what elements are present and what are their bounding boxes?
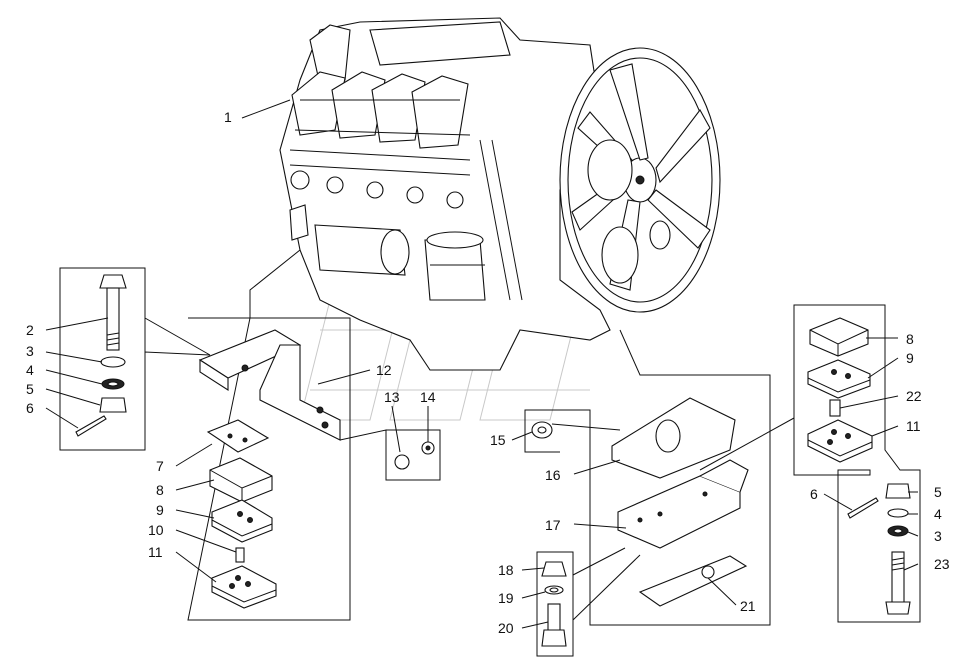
- right-callout-4: 4: [934, 506, 942, 522]
- center-right-panel: [524, 329, 771, 657]
- callout-2: 2: [26, 322, 34, 338]
- callout-17: 17: [545, 517, 561, 533]
- fan-assembly: [559, 47, 721, 313]
- leader-lines: [45, 99, 919, 629]
- callout-7: 7: [156, 458, 164, 474]
- left-bolt-panel: [59, 267, 211, 451]
- callout-23: 23: [934, 556, 950, 572]
- callout-21: 21: [740, 598, 756, 614]
- callout-9: 9: [156, 502, 164, 518]
- callout-8: 8: [156, 482, 164, 498]
- right-callout-6: 6: [810, 486, 818, 502]
- right-callout-11: 11: [906, 418, 921, 434]
- callout-4: 4: [26, 362, 34, 378]
- callout-5: 5: [26, 381, 34, 397]
- callout-19: 19: [498, 590, 514, 606]
- right-callout-9: 9: [906, 350, 914, 366]
- callout-6: 6: [26, 400, 34, 416]
- right-callout-3: 3: [934, 528, 942, 544]
- center-left-panel: [187, 249, 441, 621]
- engine-assembly: [279, 17, 611, 371]
- right-bolt-stack: [847, 483, 911, 615]
- right-callout-5: 5: [934, 484, 942, 500]
- callout-12: 12: [376, 362, 392, 378]
- callout-3: 3: [26, 343, 34, 359]
- callout-20: 20: [498, 620, 514, 636]
- callout-22: 22: [906, 388, 922, 404]
- callout-10: 10: [148, 522, 164, 538]
- callout-15: 15: [490, 432, 506, 448]
- right-callout-8: 8: [906, 331, 914, 347]
- callout-13: 13: [384, 389, 400, 405]
- callout-1: 1: [224, 109, 232, 125]
- callout-11: 11: [148, 544, 163, 560]
- right-upper-panel: [699, 304, 921, 623]
- callout-14: 14: [420, 389, 436, 405]
- callout-18: 18: [498, 562, 514, 578]
- callout-16: 16: [545, 467, 561, 483]
- callout-labels: 1 2 3 4 5 6 7 8 9 10 11 12 13 14 15 16 1…: [26, 109, 950, 636]
